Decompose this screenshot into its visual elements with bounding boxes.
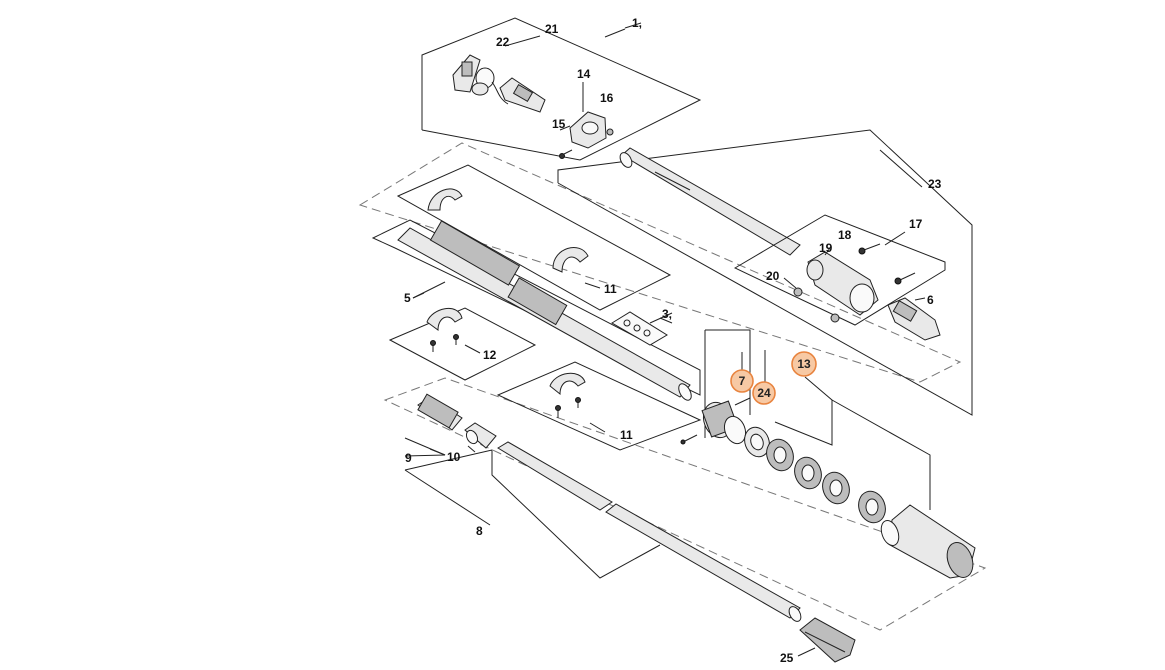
group-9-10-frame (404, 437, 476, 457)
part-25-drive-shaft-spline (799, 617, 856, 663)
highlight-24[interactable]: 24 (752, 381, 776, 405)
label-9: 9 (405, 451, 412, 465)
part-11-upper-clamp-half-a (427, 188, 463, 211)
label-12: 12 (483, 348, 497, 362)
part-3-warning-label (611, 311, 673, 346)
label-5: 5 (404, 291, 411, 305)
part-7-pin (680, 397, 751, 445)
label-11-upper: 11 (604, 282, 617, 296)
label-22: 22 (496, 35, 510, 49)
main-assembly-dashed-outline (358, 142, 962, 383)
part-15-screw (559, 149, 573, 159)
part-14-throttle-housing (569, 82, 607, 149)
label-7: 7 (739, 374, 746, 388)
part-20-nut (793, 287, 840, 323)
part-11-upper-clamp-half-b (552, 247, 589, 273)
part-9-coupling (417, 393, 463, 431)
label-13: 13 (797, 357, 811, 371)
group-12-frame (388, 307, 537, 381)
label-15: 15 (552, 117, 566, 131)
part-16-nut (606, 128, 614, 136)
part-gear-head-housing (880, 504, 976, 579)
leaders (412, 22, 926, 324)
label-23: 23 (928, 177, 942, 191)
highlight-13-circle (791, 351, 817, 377)
leader-25 (797, 647, 816, 657)
part-10-bushing (464, 422, 497, 449)
label-8: 8 (476, 524, 483, 538)
part-22-switch-housing (452, 54, 495, 96)
label-14: 14 (577, 67, 591, 81)
label-11-lower: 11 (620, 428, 633, 442)
part-18b-screw (894, 272, 916, 285)
group-11-upper-frame (396, 164, 672, 311)
group-11-lower-frame (496, 361, 702, 451)
label-25: 25 (780, 651, 794, 665)
label-1: 1, (632, 16, 642, 30)
part-11-lower-clamp-half (549, 372, 586, 418)
group-8-frame (404, 449, 661, 579)
label-17: 17 (909, 217, 923, 231)
label-6: 6 (927, 293, 934, 307)
part-21-wiring-harness (491, 77, 546, 113)
lower-assembly-dashed-outline (383, 377, 987, 631)
label-16: 16 (600, 91, 614, 105)
part-5-handle-tube (397, 220, 692, 401)
part-6-connector (887, 297, 941, 341)
part-23-shaft-tube (619, 147, 801, 256)
highlight-24-circle (752, 381, 776, 405)
label-19: 19 (819, 241, 833, 255)
part-24-washer (744, 426, 770, 458)
highlight-7[interactable]: 7 (730, 369, 754, 393)
highlight-7-circle (730, 369, 754, 393)
label-3: 3, (662, 307, 672, 321)
part-8-drive-shaft (497, 441, 802, 622)
part-19-clamp-housing (806, 251, 879, 316)
part-12-clamp-half (426, 308, 463, 352)
highlight-13[interactable]: 13 (791, 351, 817, 377)
label-18: 18 (838, 228, 852, 242)
part-bearing-sleeve (701, 400, 747, 445)
label-24: 24 (757, 386, 771, 400)
label-20: 20 (766, 269, 780, 283)
part-13-bearing-set (766, 438, 886, 524)
group-23-frame (557, 129, 973, 416)
group-1-frame (421, 17, 702, 161)
part-18-screw (858, 243, 881, 255)
label-21: 21 (545, 22, 559, 36)
label-10: 10 (447, 450, 461, 464)
